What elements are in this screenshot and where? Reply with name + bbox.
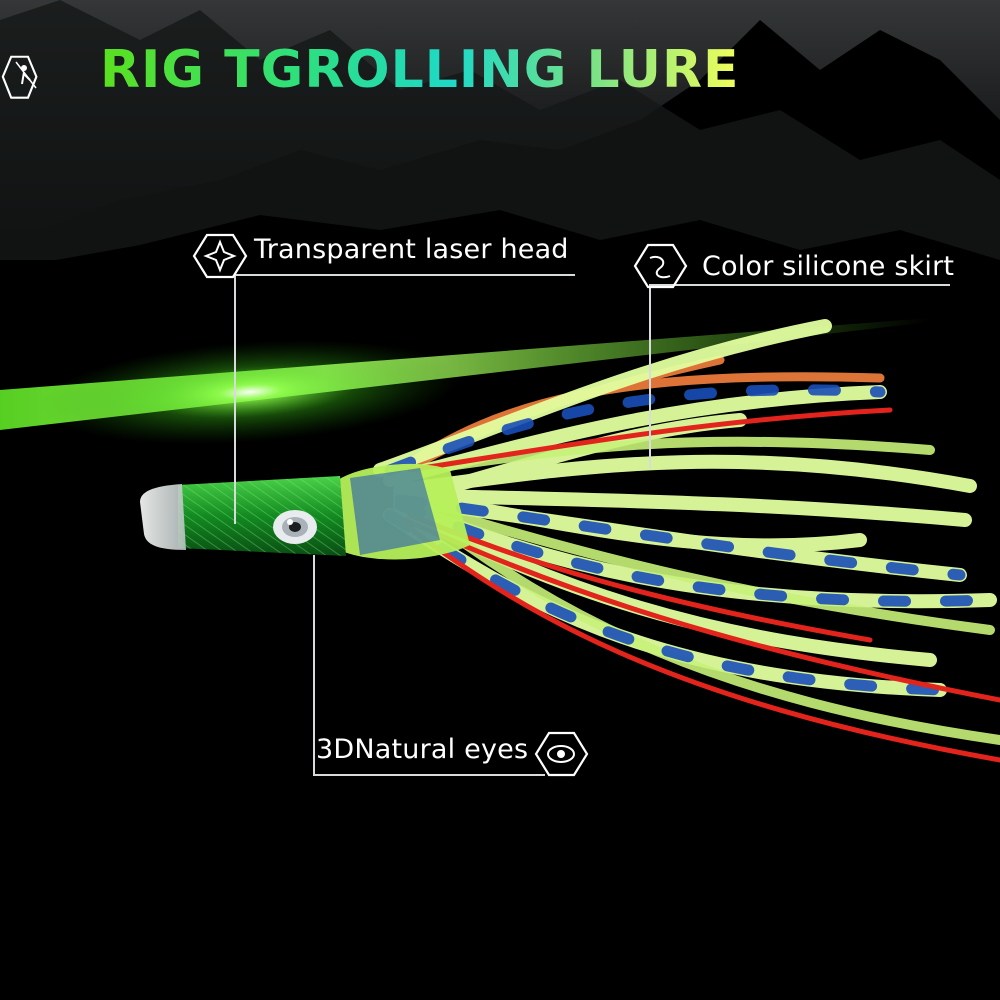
angler-hexagon-logo — [1, 55, 38, 99]
lure-head — [140, 463, 470, 560]
wave-hexagon-icon — [633, 243, 688, 289]
product-title: RIG TGROLLING LURE — [100, 40, 740, 100]
light-beam — [0, 318, 930, 444]
eye-hexagon-icon — [534, 731, 589, 777]
star-hexagon-icon — [192, 233, 248, 279]
callout-eyes-label: 3DNatural eyes — [316, 734, 529, 765]
callout-skirt-label: Color silicone skirt — [702, 251, 955, 282]
callout-head-label: Transparent laser head — [254, 234, 569, 265]
lure-eye — [273, 510, 317, 544]
